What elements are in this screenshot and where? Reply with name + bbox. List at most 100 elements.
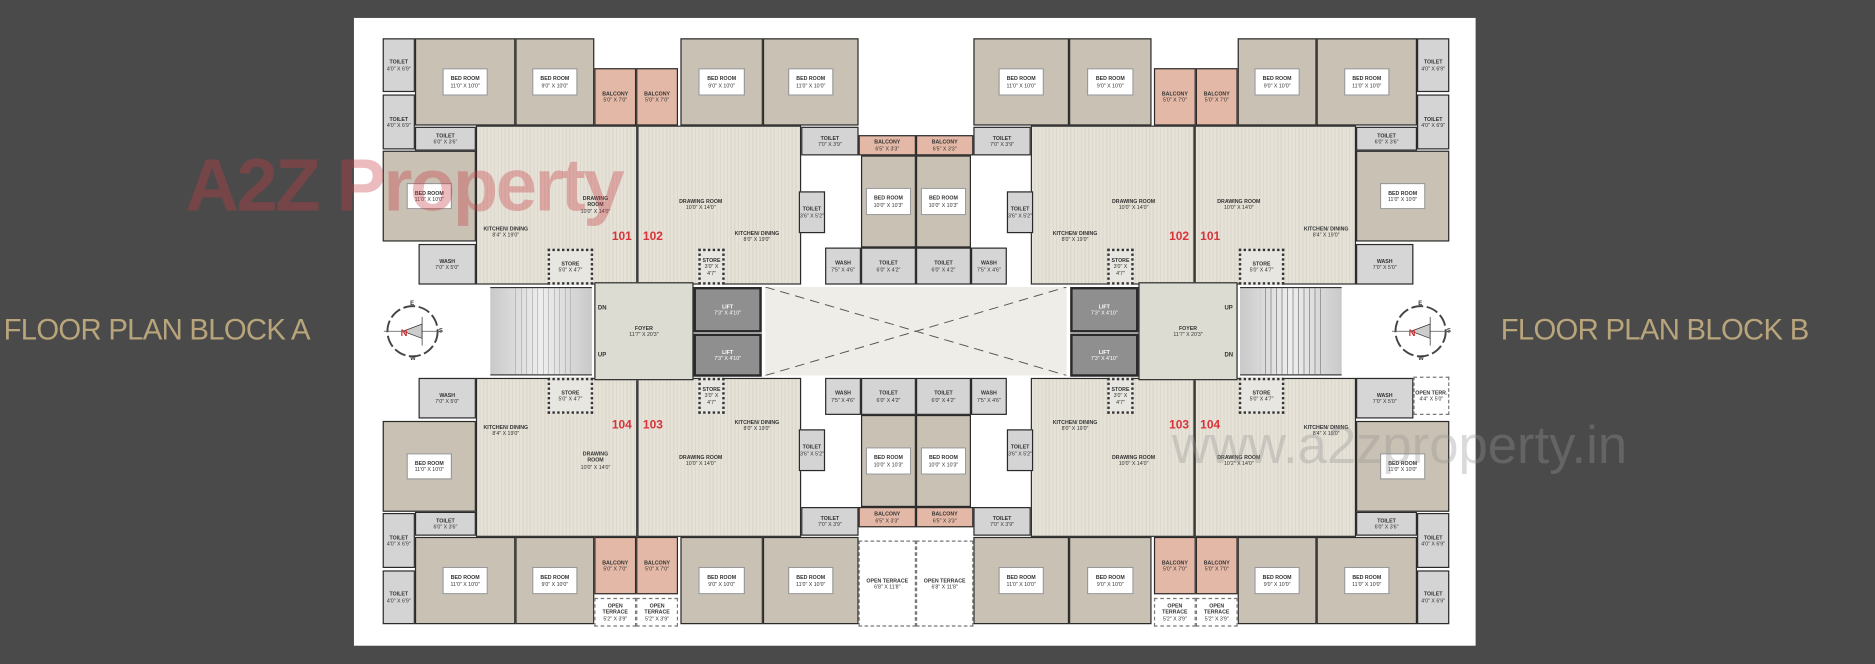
room-dimensions: 9'0" X 10'0" bbox=[1096, 580, 1124, 587]
room-name: TOILET bbox=[802, 443, 822, 450]
compass-e: E bbox=[1418, 300, 1423, 308]
room-name: TOILET bbox=[389, 115, 409, 122]
room-dimensions: 7'5" X 4'6" bbox=[831, 266, 855, 273]
stairs-down-label: DN bbox=[597, 304, 607, 313]
unit-number-104: 104 bbox=[1200, 419, 1221, 433]
room-dimensions: 3'6" X 5'2" bbox=[800, 450, 824, 457]
room-name: KITCHEN/ DINING bbox=[1303, 225, 1349, 232]
room-dimensions: 9'0" X 10'0" bbox=[541, 81, 569, 88]
room-dimensions: 6'0" X 3'6" bbox=[433, 138, 458, 145]
room-dimensions: 4'0" X 6'9" bbox=[386, 597, 411, 604]
room-name: BALCONY bbox=[1161, 559, 1188, 566]
room-dimensions: 9'0" X 10'0" bbox=[1096, 81, 1124, 88]
room-dimensions: 6'5" X 3'3" bbox=[932, 517, 957, 524]
room-dimensions: 3'6" X 5'2" bbox=[800, 212, 824, 219]
room-name: BED ROOM bbox=[414, 460, 444, 467]
room-dimensions: 7'0" X 3'9" bbox=[817, 141, 842, 148]
room-dimensions: 7'3" X 4'10" bbox=[1090, 355, 1118, 362]
room-name: TOILET bbox=[820, 515, 840, 522]
room-name: TOILET bbox=[436, 517, 455, 524]
room-name: TOILET bbox=[1010, 205, 1030, 212]
room-dimensions: 7'3" X 4'10" bbox=[714, 309, 742, 316]
compass-w: W bbox=[410, 355, 416, 363]
room-dimensions: 11'0" X 10'0" bbox=[450, 81, 480, 88]
room-name: WASH bbox=[981, 259, 997, 266]
unit-number-103: 103 bbox=[642, 419, 663, 433]
room-dimensions: 10'0" X 14'0" bbox=[580, 463, 611, 470]
room-dimensions: 9'0" X 10'0" bbox=[1263, 580, 1291, 587]
room-dimensions: 11'7" X 20'3" bbox=[629, 331, 659, 338]
room-dimensions: 5'2" X 3'9" bbox=[1204, 615, 1229, 622]
room-name: KITCHEN/ DINING bbox=[1052, 419, 1098, 426]
room-name: DRAWING ROOM bbox=[582, 195, 609, 208]
compass-s: S bbox=[438, 327, 443, 335]
room-dimensions: 6'0" X 3'6" bbox=[433, 523, 458, 530]
room-dimensions: 3'6" X 5'2" bbox=[1008, 212, 1032, 219]
room-name: STORE bbox=[561, 260, 580, 267]
room-dimensions: 5'2" X 3'9" bbox=[1162, 615, 1187, 622]
room-name: WASH bbox=[835, 390, 851, 397]
unit-number-101: 101 bbox=[611, 230, 632, 244]
room-dimensions: 8'4" X 19'0" bbox=[492, 231, 520, 238]
room-name: BED ROOM bbox=[1095, 574, 1125, 581]
room-name: TOILET bbox=[389, 590, 409, 597]
room-name: TOILET bbox=[992, 515, 1012, 522]
room-name: BALCONY bbox=[644, 559, 671, 566]
room-dimensions: 5'0" X 7'0" bbox=[1204, 565, 1229, 572]
room-name: TOILET bbox=[1423, 58, 1443, 65]
unit-number-102: 102 bbox=[642, 230, 663, 244]
unit-number-102: 102 bbox=[1169, 230, 1190, 244]
compass-n: N bbox=[400, 327, 408, 339]
room-dimensions: 4'0" X 6'9" bbox=[1421, 121, 1446, 128]
room-name: WASH bbox=[981, 390, 997, 397]
room-name: BED ROOM bbox=[929, 195, 958, 202]
room-dimensions: 5'0" X 4'7" bbox=[558, 395, 583, 402]
room-name: TOILET bbox=[1423, 115, 1443, 122]
room-name: TOILET bbox=[934, 259, 953, 266]
